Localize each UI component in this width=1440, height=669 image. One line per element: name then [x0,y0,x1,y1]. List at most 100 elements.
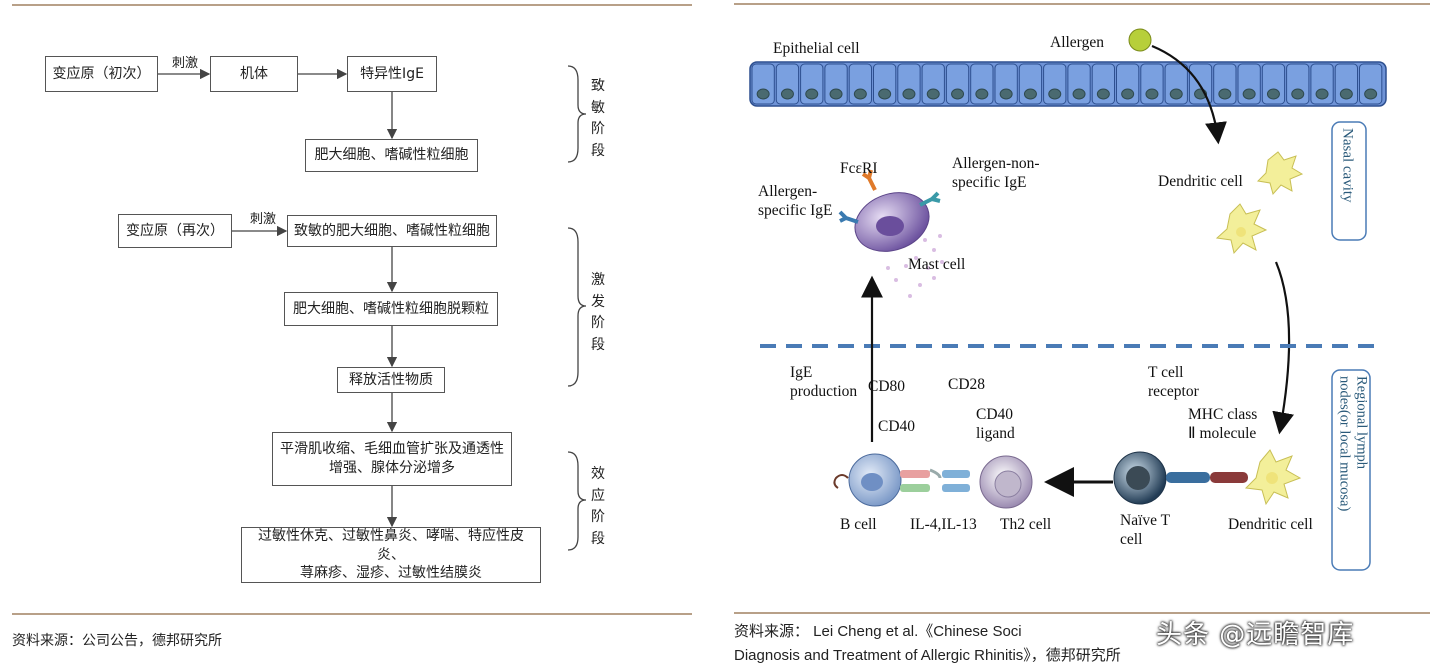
epithelial-nucleus [805,88,819,100]
label-allergen-nonspecific-line1: Allergen-non- [952,155,1040,172]
label-regional-line1: Regional lymph [1353,376,1370,470]
label-dendritic-cell-bottom: Dendritic cell [1228,516,1313,533]
box-release: 释放活性物质 [337,367,445,393]
label-allergen-nonspecific-ige: Allergen-non- specific IgE [952,155,1040,192]
epithelial-nucleus [1096,88,1110,100]
label-cd40-ligand-line2: ligand [976,424,1015,442]
epithelial-nucleus [999,88,1013,100]
epithelial-nucleus [1339,88,1353,100]
box-specific-ige: 特异性IgE [347,56,437,92]
stage-effector: 效应阶段 [591,466,605,548]
dendritic-cell-bottom-icon [1244,449,1302,506]
label-nasal-cavity: Nasal cavity [1339,128,1356,203]
label-cd28: CD28 [948,376,986,393]
label-regional-lymph-nodes: Regional lymph nodes(or local mucosa) [1336,376,1370,512]
label-stimulus-2: 刺激 [250,212,277,227]
epithelial-nucleus [951,88,965,100]
arrow-dendritic-to-lymph [1272,261,1294,435]
label-cd40: CD40 [878,418,916,435]
source-note-right-line1: 资料来源： Lei Cheng et al.《Chinese Soci [734,623,1022,640]
label-cd40-ligand: CD40 ligand [976,406,1015,443]
label-ige-production: IgE production [790,364,857,401]
label-cd80: CD80 [868,378,906,395]
label-allergen: Allergen [1050,34,1104,51]
top-rule-right [734,3,1430,5]
top-rule [12,4,692,6]
label-naive-line2: cell [1120,530,1143,548]
box-diseases: 过敏性休克、过敏性鼻炎、哮喘、特应性皮炎、 荨麻疹、湿疹、过敏性结膜炎 [241,527,541,583]
label-t-cell-receptor: T cell receptor [1148,364,1199,401]
source-note-left: 资料来源：公司公告，德邦研究所 [12,633,222,649]
arrow-allergen-to-dendritic [1151,44,1227,145]
brace-activation [567,227,587,387]
epithelial-nucleus [853,88,867,100]
regional-lymph-frame [1331,369,1371,571]
epithelial-nucleus [780,88,794,100]
stage-sensitization: 致敏阶段 [591,78,605,160]
label-mast-cell: Mast cell [908,256,966,273]
label-ige-production-line1: IgE [790,364,813,381]
source-note-right-line2: Diagnosis and Treatment of Allergic Rhin… [734,647,1121,664]
epithelial-nucleus [1169,88,1183,100]
box-mast-cells: 肥大细胞、嗜碱性粒细胞 [305,139,478,172]
label-allergen-specific-ige: Allergen- specific IgE [758,183,832,220]
box-sensitized-cells: 致敏的肥大细胞、嗜碱性粒细胞 [287,215,497,247]
label-tcr-line2: receptor [1148,382,1199,400]
bottom-rule-right [734,612,1430,614]
nasal-cavity-frame [1331,121,1367,241]
bottom-rule [12,613,692,615]
label-allergen-nonspecific-line2: specific IgE [952,173,1027,191]
th2-cell-icon [979,455,1033,509]
mechanism-panel: Epithelial cell Allergen FcεRI Allergen-… [720,0,1440,669]
watermark: 头条 @远瞻智库 [1156,620,1355,650]
epithelial-nucleus [1218,88,1232,100]
mechanism-illustration [749,28,1387,571]
box-body: 机体 [210,56,298,92]
epithelial-nucleus [756,88,770,100]
epithelial-nucleus [975,88,989,100]
label-epithelial-cell: Epithelial cell [773,40,860,57]
epithelial-nucleus [878,88,892,100]
label-fceri: FcεRI [840,160,878,177]
mast-cell-icon [838,169,944,298]
flowchart-panel: 变应原（初次） 刺激 机体 特异性IgE 肥大细胞、嗜碱性粒细胞 变应原（再次）… [0,0,700,669]
diseases-line-2: 荨麻疹、湿疹、过敏性结膜炎 [300,565,482,582]
epithelial-nucleus [1048,88,1062,100]
label-il: IL-4,IL-13 [910,516,977,533]
b-cell-icon [833,453,902,507]
label-ige-production-line2: production [790,382,858,400]
epithelial-nucleus [1023,88,1037,100]
label-th2-cell: Th2 cell [1000,516,1052,533]
label-naive-t-cell: Naïve T cell [1120,512,1170,549]
label-regional-line2: nodes(or local mucosa) [1336,376,1353,512]
label-b-cell: B cell [840,516,877,533]
epithelial-nucleus [1121,88,1135,100]
epithelial-nucleus [1266,88,1280,100]
epithelial-nucleus [829,88,843,100]
allergen-particle [1128,28,1152,52]
label-allergen-specific-line2: specific IgE [758,201,833,219]
epithelial-nucleus [1315,88,1329,100]
epithelial-nucleus [1072,88,1086,100]
label-naive-line1: Naïve T [1120,512,1171,529]
label-stimulus-1: 刺激 [172,56,199,71]
box-degranulation: 肥大细胞、嗜碱性粒细胞脱颗粒 [284,292,498,326]
box-allergen-first: 变应原（初次） [45,56,158,92]
naive-t-cell-icon [1113,451,1248,505]
label-tcr-line1: T cell [1148,364,1184,381]
stage-activation: 激发阶段 [591,272,605,354]
label-allergen-specific-line1: Allergen- [758,183,818,200]
label-mhc-line1: MHC class [1188,406,1258,423]
box-effects: 平滑肌收缩、毛细血管扩张及通透性 增强、腺体分泌增多 [272,432,512,486]
epithelial-nucleus [1145,88,1159,100]
brace-sensitization [567,65,587,163]
epithelial-nucleus [926,88,940,100]
brace-effector [567,451,587,551]
label-mhc-class-ii: MHC class Ⅱ molecule [1188,406,1257,443]
box-allergen-again: 变应原（再次） [118,214,232,248]
epithelial-nucleus [902,88,916,100]
epithelial-nucleus [1364,88,1378,100]
epithelial-nucleus [1242,88,1256,100]
flowchart-connectors [158,65,587,551]
diseases-line-1: 过敏性休克、过敏性鼻炎、哮喘、特应性皮炎、 [258,527,524,563]
